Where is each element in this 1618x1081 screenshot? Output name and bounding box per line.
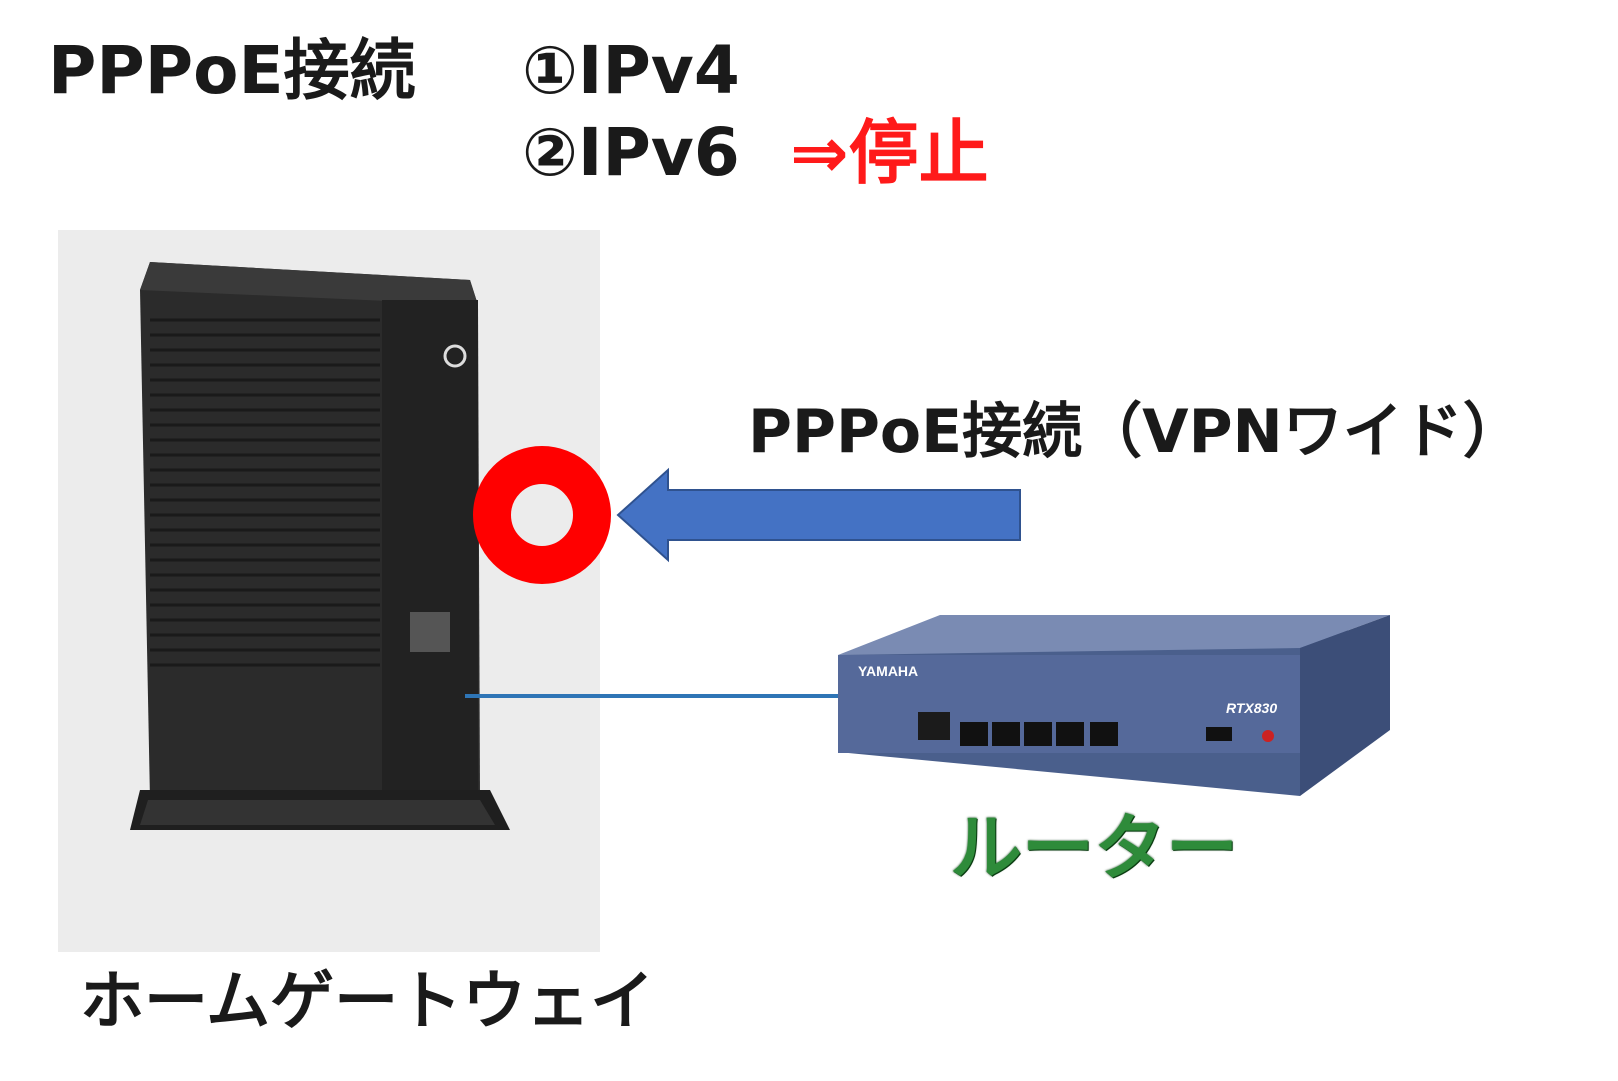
arrow-left-icon <box>616 467 1021 563</box>
lan-port <box>992 722 1020 746</box>
connection-ring-marker <box>473 446 611 584</box>
lan-port <box>960 722 988 746</box>
ipv6-stop-label: ⇒停止 <box>790 112 989 194</box>
page-title: PPPoE接続 <box>48 32 416 109</box>
pppoe-vpn-label: PPPoE接続（VPNワイド） <box>748 397 1523 467</box>
console-port <box>918 712 950 740</box>
usb-port <box>1206 727 1232 741</box>
home-gateway-label: ホームゲートウェイ <box>80 965 655 1039</box>
router-model: RTX830 <box>1226 700 1277 716</box>
power-icon <box>443 344 467 368</box>
download-button <box>1262 730 1274 742</box>
lan-port <box>1024 722 1052 746</box>
wan-port <box>1090 722 1118 746</box>
home-gateway-device <box>130 262 510 830</box>
router-device: YAMAHA RTX830 <box>838 615 1390 796</box>
lan-port <box>1056 722 1084 746</box>
router-brand: YAMAHA <box>858 663 918 679</box>
router-label: ルーター <box>950 806 1239 890</box>
ipv4-option: ①IPv4 <box>522 32 740 109</box>
ipv6-option: ②IPv6 <box>522 114 740 191</box>
